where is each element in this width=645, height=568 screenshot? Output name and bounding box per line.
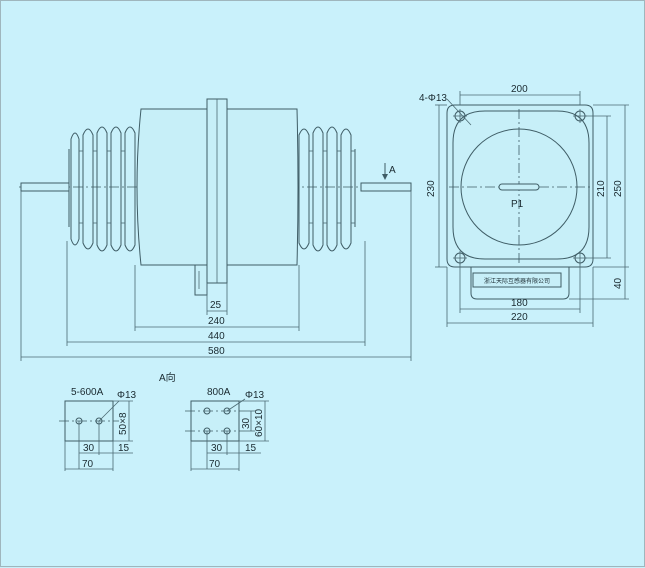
dim-height-left: 230 bbox=[426, 180, 437, 197]
detail-right-hole: Φ13 bbox=[245, 390, 265, 401]
nameplate-bracket bbox=[470, 267, 570, 300]
dim-width-top: 200 bbox=[511, 84, 528, 95]
hole-leader bbox=[446, 98, 472, 126]
dim-body-length: 240 bbox=[208, 316, 225, 327]
dim-flange-thickness: 25 bbox=[210, 300, 222, 311]
dim-hole-spacing-vertical: 210 bbox=[596, 180, 607, 197]
dim-hole-spacing-horizontal: 180 bbox=[511, 298, 528, 309]
side-view: A 25 240 440 580 bbox=[19, 98, 412, 361]
left-terminal-bar bbox=[20, 182, 70, 192]
dim-width-bottom: 220 bbox=[511, 312, 528, 323]
terminal-slot bbox=[498, 183, 540, 191]
dim-height-right: 250 bbox=[613, 180, 624, 197]
detail-left-d2: 15 bbox=[118, 443, 130, 454]
detail-left-d3: 70 bbox=[82, 459, 94, 470]
terminal-label: P1 bbox=[511, 199, 524, 210]
end-view: P1 浙江天际互感器有限公司 4-Φ13 200 230 210 bbox=[419, 84, 629, 327]
detail-right-d1: 30 bbox=[211, 443, 223, 454]
nameplate bbox=[472, 272, 562, 288]
detail-right-d3: 70 bbox=[209, 459, 221, 470]
detail-left-hole: Φ13 bbox=[117, 390, 137, 401]
view-a-marker: A bbox=[389, 165, 396, 176]
nameplate-text: 浙江天际互感器有限公司 bbox=[484, 277, 550, 285]
right-terminal-bar bbox=[360, 182, 412, 192]
dim-nameplate-height: 40 bbox=[613, 277, 624, 289]
detail-left-rating: 5-600A bbox=[71, 387, 104, 398]
view-a-title: A向 bbox=[159, 371, 176, 384]
detail-800a: 800A Φ13 30 60×10 30 15 70 bbox=[185, 387, 269, 471]
detail-right-bar-size: 60×10 bbox=[254, 408, 265, 437]
detail-left-d1: 30 bbox=[83, 443, 95, 454]
detail-right-bar bbox=[190, 400, 240, 442]
detail-left-bar-size: 50×8 bbox=[118, 412, 129, 435]
detail-right-spacing: 30 bbox=[241, 417, 252, 429]
right-bellows bbox=[298, 126, 356, 252]
detail-right-rating: 800A bbox=[207, 387, 231, 398]
terminal-box bbox=[194, 264, 208, 296]
detail-5-600a: 5-600A Φ13 50×8 30 15 70 bbox=[59, 387, 137, 471]
dim-bellows-span: 440 bbox=[208, 331, 225, 342]
left-bellows bbox=[68, 126, 136, 252]
detail-right-d2: 15 bbox=[245, 443, 257, 454]
dim-overall-length: 580 bbox=[208, 346, 225, 357]
hole-callout: 4-Φ13 bbox=[419, 93, 447, 104]
